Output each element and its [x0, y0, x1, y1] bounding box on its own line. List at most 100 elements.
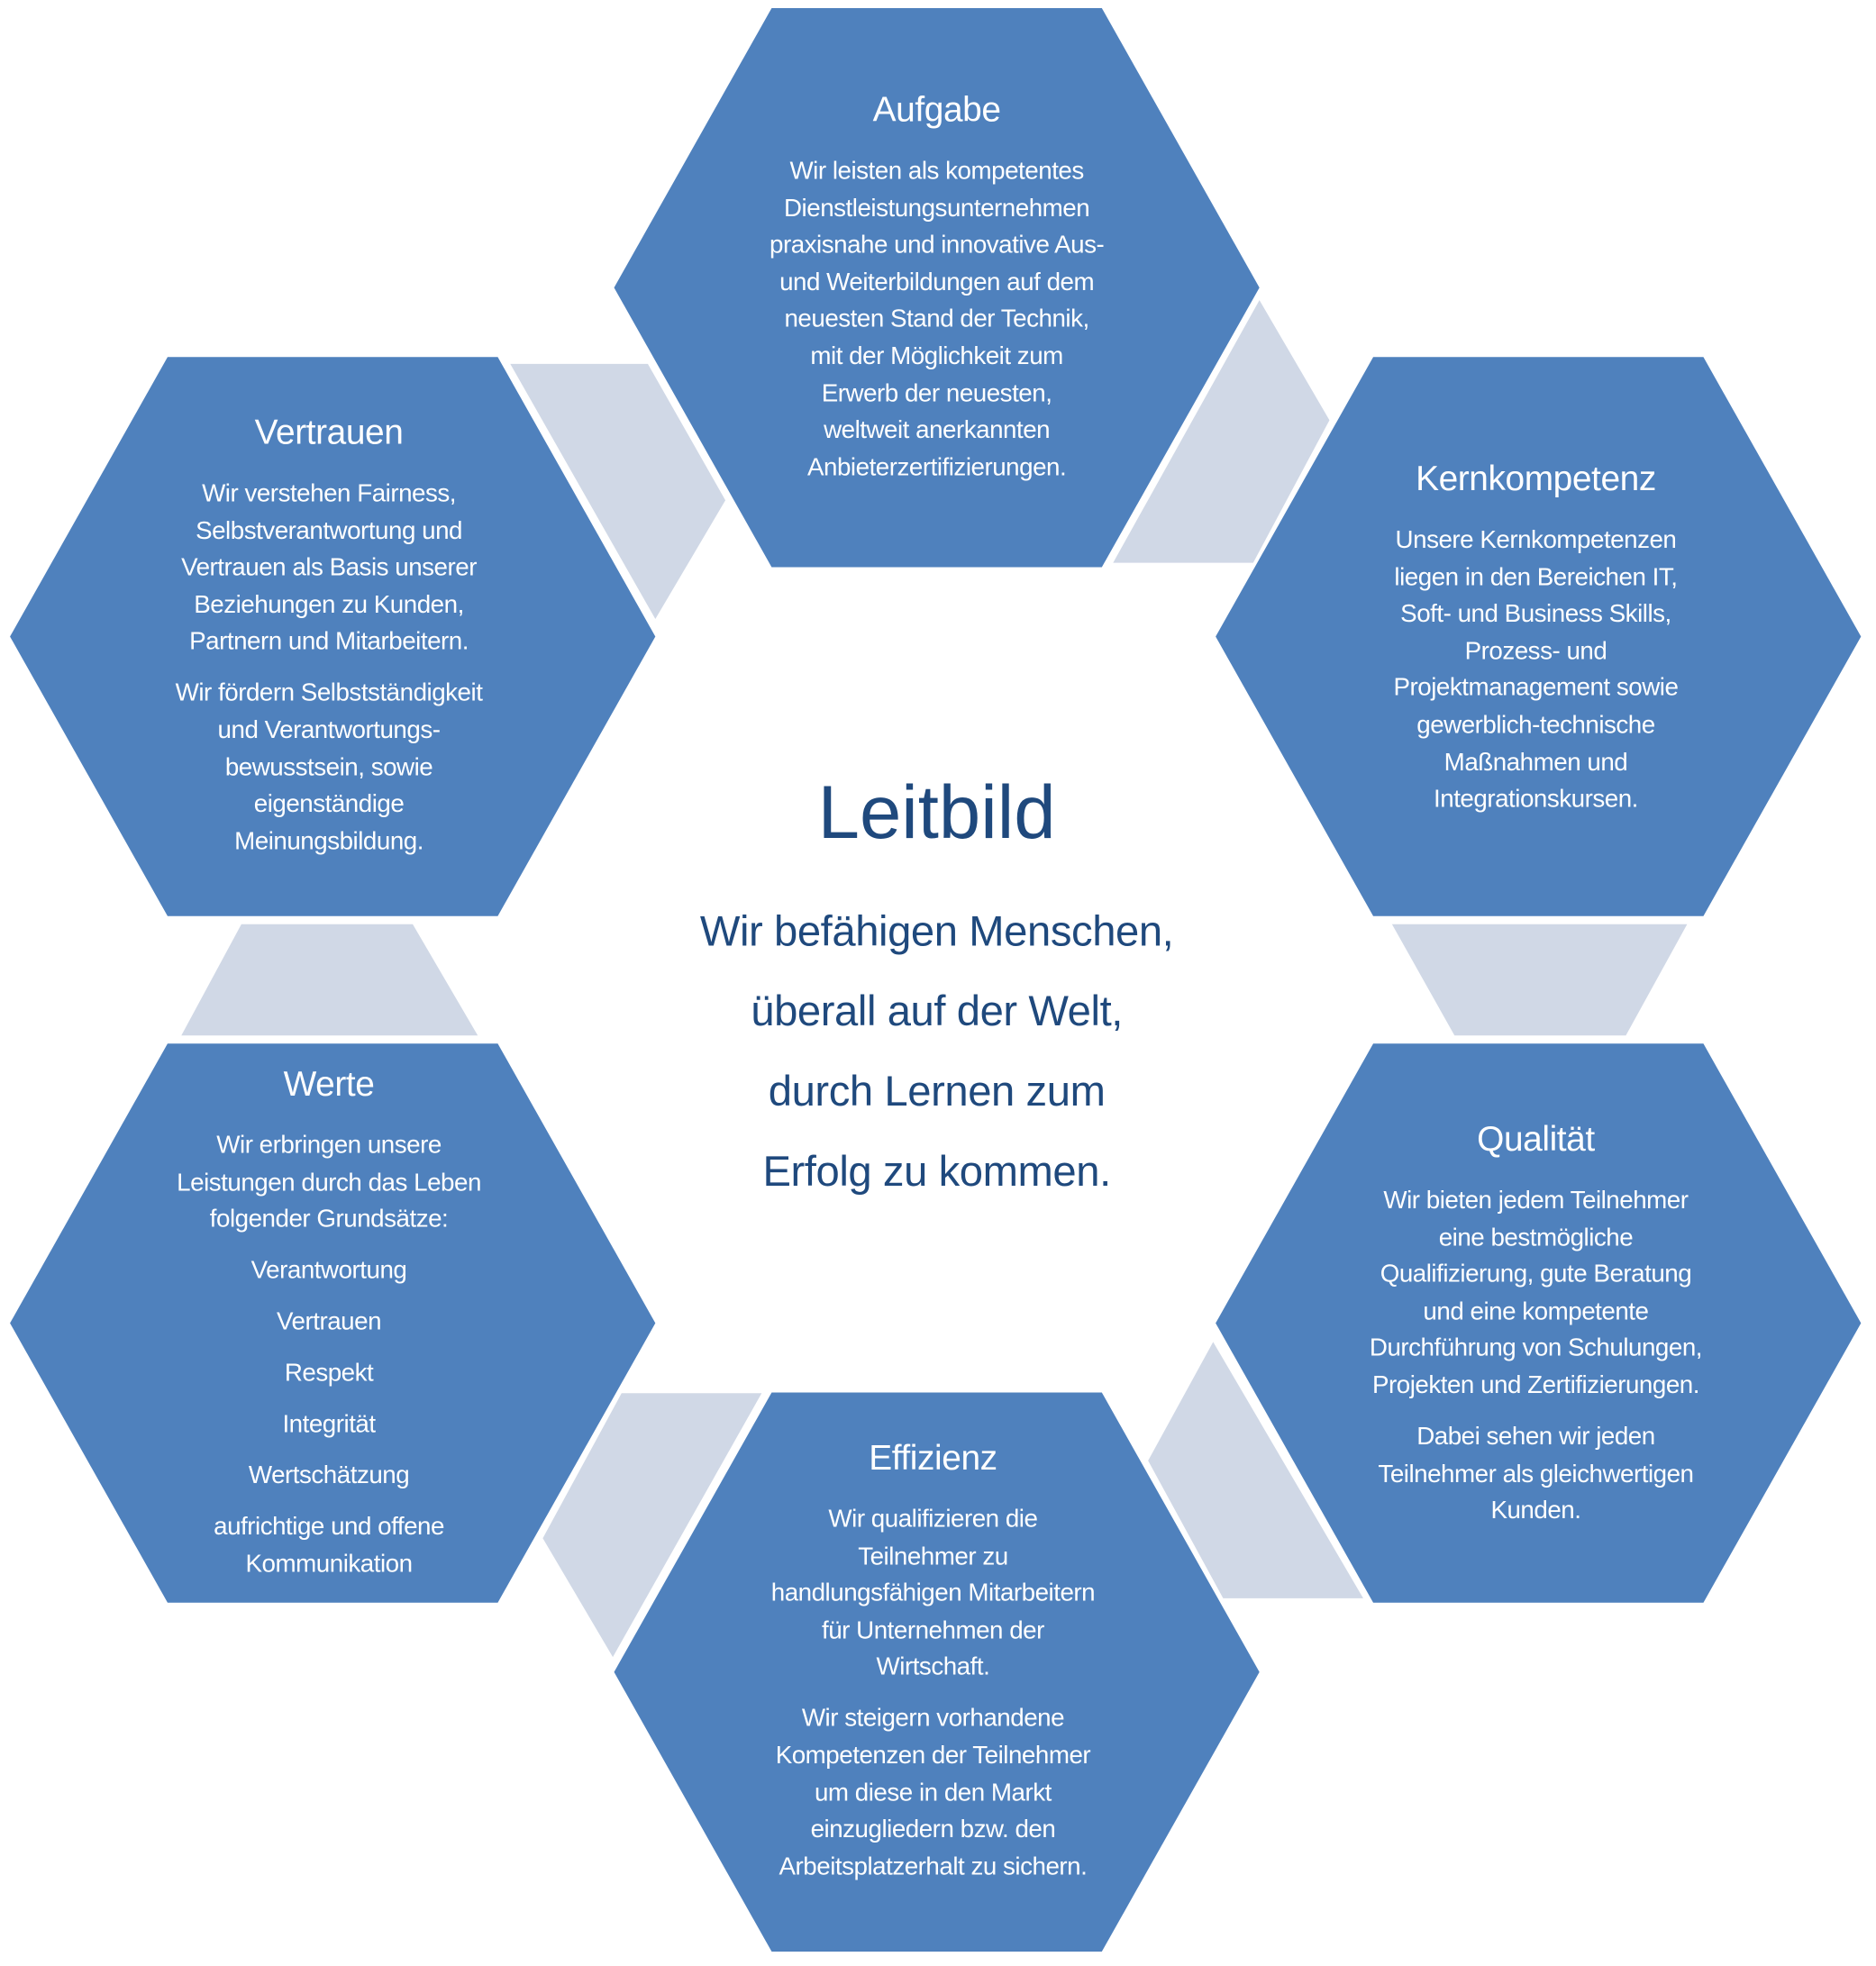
- hexagon-text-line: Wir qualifizieren die: [828, 1506, 1038, 1534]
- hexagon-text-line: für Unternehmen der: [821, 1616, 1044, 1644]
- hexagon-text-line: Vertrauen als Basis unserer: [181, 554, 477, 582]
- hexagon-text-line: Wertschätzung: [248, 1461, 410, 1490]
- hexagon-text-line: Prozess- und: [1464, 637, 1607, 666]
- connector-qualitaet-effizienz: [1148, 1342, 1363, 1598]
- hexagon-paragraph: Wir fördern Selbstständigkeit und Verantw…: [104, 676, 554, 860]
- hexagon-text-line: Kunden.: [1490, 1497, 1581, 1525]
- hexagon-text-line: Wir leisten als kompetentes: [789, 157, 1084, 186]
- hexagon-text-line: Respekt: [284, 1359, 374, 1388]
- hexagon-text-line: Partnern und Mitarbeitern.: [189, 628, 469, 656]
- hexagon-text-line: Vertrauen: [277, 1308, 382, 1336]
- connector-effizienz-werte: [542, 1393, 762, 1658]
- hexagon-text-line: Dienstleistungsunternehmen: [783, 194, 1090, 223]
- hexagon-vertrauen: [10, 357, 656, 916]
- hexagon-title: Kernkompetenz: [1416, 459, 1656, 498]
- hexagon-text-line: Anbieterzertifizierungen.: [806, 453, 1067, 482]
- hexagon-text-line: Beziehungen zu Kunden,: [194, 591, 464, 619]
- hexagon-paragraph: Unsere Kernkompetenzen liegen in den Bere…: [1311, 523, 1762, 819]
- hexagon-text-line: Leistungen durch das Leben: [177, 1169, 481, 1197]
- hexagon-title: Vertrauen: [254, 413, 404, 452]
- hexagon-text-line: gewerblich-technische: [1416, 711, 1655, 740]
- connector-vertrauen-aufgabe: [510, 363, 726, 620]
- hexagon-title: Effizienz: [869, 1438, 997, 1478]
- hexagon-text-line: einzugliedern bzw. den: [810, 1816, 1056, 1844]
- hexagon-text-line: Verantwortung: [250, 1257, 407, 1285]
- hexagon-paragraph: Respekt: [104, 1356, 554, 1393]
- mission-line: überall auf der Welt,: [751, 988, 1123, 1036]
- hexagon-text-line: Qualifizierung, gute Beratung: [1380, 1261, 1692, 1288]
- hexagon-title: Aufgabe: [872, 89, 1001, 129]
- hexagon-text-line: Dabei sehen wir jeden: [1416, 1423, 1655, 1452]
- hexagon-qualität: [1216, 1043, 1862, 1603]
- connector-werte-vertrauen: [181, 924, 478, 1036]
- hexagon-text-line: Soft- und Business Skills,: [1400, 600, 1671, 629]
- hexagon-werte: [10, 1043, 656, 1603]
- hexagon-paragraph: Integrität: [104, 1407, 554, 1444]
- hexagon-text-line: Integrität: [282, 1410, 376, 1439]
- hexagon-text-line: Wir bieten jedem Teilnehmer: [1383, 1187, 1689, 1215]
- hexagon-paragraph: Wertschätzung: [104, 1459, 554, 1496]
- hexagon-text-line: Wirtschaft.: [876, 1653, 990, 1681]
- hexagon-text-line: liegen in den Bereichen IT,: [1394, 563, 1678, 591]
- hexagon-text-line: weltweit anerkannten: [824, 416, 1051, 444]
- mission-line: Wir befähigen Menschen,: [699, 907, 1174, 956]
- hexagon-text-line: bewusstsein, sowie: [224, 753, 433, 781]
- hexagon-paragraph: Vertrauen: [104, 1305, 554, 1342]
- hexagon-text-line: Erwerb der neuesten,: [821, 379, 1052, 407]
- hexagon-text-line: und Weiterbildungen auf dem: [779, 269, 1095, 296]
- hexagon-text-line: Unsere Kernkompetenzen: [1395, 526, 1677, 554]
- hexagon-text-line: und Verantwortungs-: [217, 716, 441, 744]
- hexagon-text-line: Selbstverantwortung und: [196, 517, 462, 545]
- hexagon-text-line: folgender Grundsätze:: [209, 1206, 449, 1233]
- hexagon-text-line: praxisnahe und innovative Aus-: [769, 232, 1105, 259]
- hexagon-paragraph: Verantwortung: [104, 1253, 554, 1290]
- hexagon-text-line: mit der Möglichkeit zum: [810, 342, 1063, 370]
- hexagon-paragraph: Wir bieten jedem Teilnehmer eine bestmögl…: [1311, 1183, 1762, 1405]
- hexagon-aufgabe: [614, 8, 1260, 568]
- hexagon-text-line: neuesten Stand der Technik,: [784, 305, 1089, 333]
- hexagon-text-line: Teilnehmer zu: [858, 1543, 1008, 1570]
- hexagon-text-line: Wir steigern vorhandene: [801, 1705, 1065, 1733]
- connector-aufgabe-kernkompetenz: [1113, 300, 1330, 563]
- hexagon-text-line: handlungsfähigen Mitarbeitern: [770, 1579, 1096, 1607]
- mission-line: Erfolg zu kommen.: [762, 1148, 1111, 1196]
- hexagon-text-line: Projekten und Zertifizierungen.: [1371, 1371, 1699, 1400]
- hexagon-text-line: Kommunikation: [245, 1550, 414, 1579]
- hexagon-text-line: eine bestmögliche: [1438, 1224, 1634, 1252]
- mission-line: durch Lernen zum: [768, 1068, 1106, 1116]
- hexagon-text-line: Projektmanagement sowie: [1393, 674, 1679, 703]
- center-mission: Wir befähigen Menschen, überall auf der …: [561, 892, 1312, 1212]
- hexagon-text-line: Wir fördern Selbstständigkeit: [175, 679, 483, 707]
- hexagon-text-line: Kompetenzen der Teilnehmer: [775, 1742, 1091, 1770]
- hexagon-text-line: Wir erbringen unsere: [216, 1132, 442, 1160]
- hexagon-text-line: Maßnahmen und: [1443, 748, 1628, 777]
- hexagon-text-line: Arbeitsplatzerhalt zu sichern.: [779, 1852, 1088, 1881]
- hexagon-text-line: Wir verstehen Fairness,: [202, 479, 457, 508]
- hexagon-text-line: Durchführung von Schulungen,: [1369, 1334, 1703, 1363]
- hexagon-effizienz: [614, 1392, 1260, 1952]
- hexagon-text-line: eigenständige: [253, 790, 405, 818]
- hexagon-text-line: aufrichtige und offene: [214, 1513, 444, 1542]
- hexagon-text-line: Integrationskursen.: [1434, 785, 1638, 814]
- hexagon-text-line: Meinungsbildung.: [234, 827, 423, 856]
- hexagon-text-line: Teilnehmer als gleichwertigen: [1378, 1460, 1694, 1488]
- hexagon-text-line: um diese in den Markt: [814, 1779, 1052, 1807]
- hexagon-title: Qualität: [1477, 1119, 1595, 1159]
- hexagon-paragraph: Wir verstehen Fairness, Selbstverantwortu…: [104, 477, 554, 661]
- center-title: Leitbild: [817, 770, 1056, 855]
- hexagon-title: Werte: [283, 1064, 375, 1104]
- hexagon-text-line: und eine kompetente: [1423, 1297, 1649, 1325]
